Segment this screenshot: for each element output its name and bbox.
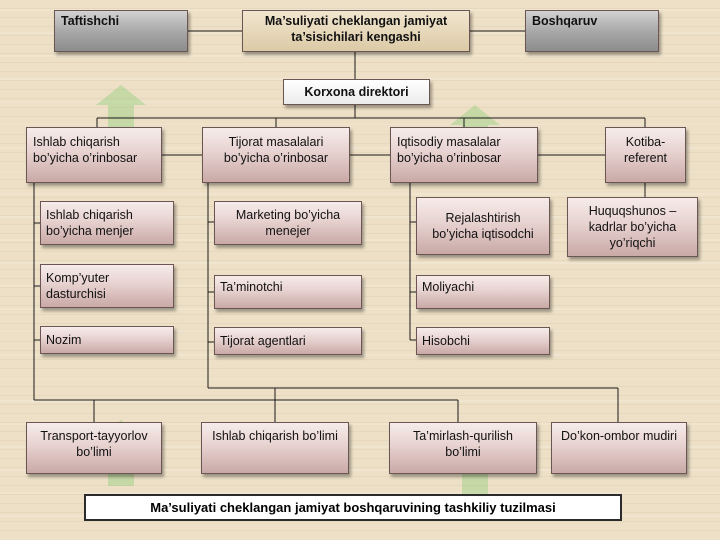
node-kengash-label: Ma’suliyati cheklangan jamiyat ta’sisich… [264, 14, 448, 44]
node-tijorat-orinbosar: Tijorat masalalari bo’yicha o’rinbosar [202, 127, 350, 183]
node-tamirlash: Ta’mirlash-qurilish bo’limi [389, 422, 537, 474]
node-kotiba: Kotiba-referent [605, 127, 686, 183]
node-dasturchi: Komp’yuter dasturchisi [40, 264, 174, 308]
node-iqtisodiy-orinbosar: Iqtisodiy masalalar bo’yicha o’rinbosar [390, 127, 538, 183]
node-taftishchi: Taftishchi [54, 10, 188, 52]
node-moliyachi: Moliyachi [416, 275, 550, 309]
node-boshqaruv-label: Boshqaruv [532, 14, 598, 28]
node-nozim: Nozim [40, 326, 174, 354]
node-rejalashtirish-label: Rejalashtirish bo’yicha iqtisodchi [432, 211, 534, 241]
node-huquqshunos: Huquqshunos – kadrlar bo’yicha yo’riqchi [567, 197, 698, 257]
node-direktor-label: Korxona direktori [304, 85, 409, 99]
node-ishlab-bolimi: Ishlab chiqarish bo’limi [201, 422, 349, 474]
node-taftishchi-label: Taftishchi [61, 14, 120, 28]
node-direktor: Korxona direktori [283, 79, 430, 105]
node-huquqshunos-label: Huquqshunos – kadrlar bo’yicha yo’riqchi [588, 204, 677, 250]
node-tijorat-agentlari: Tijorat agentlari [214, 327, 362, 355]
node-dasturchi-label: Komp’yuter dasturchisi [46, 271, 110, 301]
node-boshqaruv: Boshqaruv [525, 10, 659, 52]
node-transport-label: Transport-tayyorlov bo’limi [40, 429, 148, 459]
node-rejalashtirish: Rejalashtirish bo’yicha iqtisodchi [416, 197, 550, 255]
node-hisobchi-label: Hisobchi [422, 334, 470, 348]
node-ishlab-orinbosar-label: Ishlab chiqarish bo’yicha o’rinbosar [33, 135, 138, 165]
node-taminotchi: Ta’minotchi [214, 275, 362, 309]
node-kengash: Ma’suliyati cheklangan jamiyat ta’sisich… [242, 10, 470, 52]
node-ishlab-orinbosar: Ishlab chiqarish bo’yicha o’rinbosar [26, 127, 162, 183]
node-ishlab-bolimi-label: Ishlab chiqarish bo’limi [212, 429, 338, 443]
node-marketing: Marketing bo’yicha menejer [214, 201, 362, 245]
node-dokon-label: Do’kon-ombor mudiri [560, 429, 677, 443]
node-iqtisodiy-orinbosar-label: Iqtisodiy masalalar bo’yicha o’rinbosar [397, 135, 502, 165]
node-hisobchi: Hisobchi [416, 327, 550, 355]
node-kotiba-label: Kotiba-referent [623, 135, 668, 165]
node-dokon: Do’kon-ombor mudiri [551, 422, 687, 474]
node-moliyachi-label: Moliyachi [422, 280, 475, 294]
node-nozim-label: Nozim [46, 333, 82, 347]
node-ishlab-menjer-label: Ishlab chiqarish bo’yicha menjer [46, 208, 134, 238]
diagram-caption: Ma’suliyati cheklangan jamiyat boshqaruv… [84, 494, 622, 521]
node-taminotchi-label: Ta’minotchi [220, 280, 283, 294]
node-tijorat-agentlari-label: Tijorat agentlari [220, 334, 306, 348]
node-ishlab-menjer: Ishlab chiqarish bo’yicha menjer [40, 201, 174, 245]
node-transport: Transport-tayyorlov bo’limi [26, 422, 162, 474]
diagram-caption-label: Ma’suliyati cheklangan jamiyat boshqaruv… [150, 500, 556, 515]
node-tamirlash-label: Ta’mirlash-qurilish bo’limi [412, 429, 514, 459]
node-marketing-label: Marketing bo’yicha menejer [235, 208, 341, 238]
node-tijorat-orinbosar-label: Tijorat masalalari bo’yicha o’rinbosar [223, 135, 329, 165]
